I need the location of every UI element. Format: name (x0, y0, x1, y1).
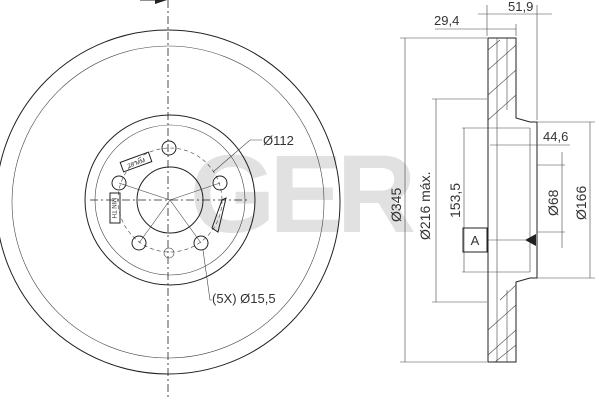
stamp-th: MIN TH (109, 192, 121, 224)
pcd-leader (212, 139, 262, 173)
ger-logo-watermark: GER (190, 133, 421, 256)
bolt-holes (111, 140, 228, 259)
dim-center-bore: Ø68 (545, 189, 561, 216)
svg-text:MIN TH: MIN TH (110, 198, 116, 219)
bolt-hole (193, 235, 209, 251)
pcd-label: Ø112 (263, 133, 294, 148)
bolt-hole (161, 140, 177, 156)
holes-label: (5X) Ø15,5 (212, 291, 276, 306)
dim-inner-diameter: Ø216 máx. (417, 172, 433, 240)
datum-box (462, 227, 488, 253)
bolt-hole (131, 235, 147, 251)
slot (211, 197, 227, 233)
stamp-min: 28 MM (119, 151, 153, 173)
dim-height: 153,5 (447, 183, 463, 218)
holes-leader (202, 249, 212, 301)
datum-label: A (471, 233, 480, 248)
dim-outer-diameter: Ø345 (388, 188, 404, 222)
dim-hat-depth: 44,6 (543, 129, 568, 144)
datum-triangle (525, 234, 536, 246)
dim-hub-diameter: Ø166 (573, 186, 589, 220)
svg-text:28 MM: 28 MM (127, 158, 146, 170)
bolt-hole (212, 175, 228, 191)
hub-outer-circle (84, 114, 256, 286)
svg-text:GER: GER (190, 133, 415, 256)
disc-section (487, 37, 538, 363)
side-view: A 51,9 29,4 44,6 Ø345 Ø216 máx. 153,5 Ø6… (388, 0, 595, 363)
locator-hole (163, 247, 175, 259)
front-view: 28 MM MIN TH Ø112 (5X) Ø15,5 (0, 0, 341, 400)
dim-total-width: 51,9 (508, 0, 533, 14)
dim-disc-thickness: 29,4 (434, 13, 459, 28)
bolt-hole (111, 175, 127, 191)
